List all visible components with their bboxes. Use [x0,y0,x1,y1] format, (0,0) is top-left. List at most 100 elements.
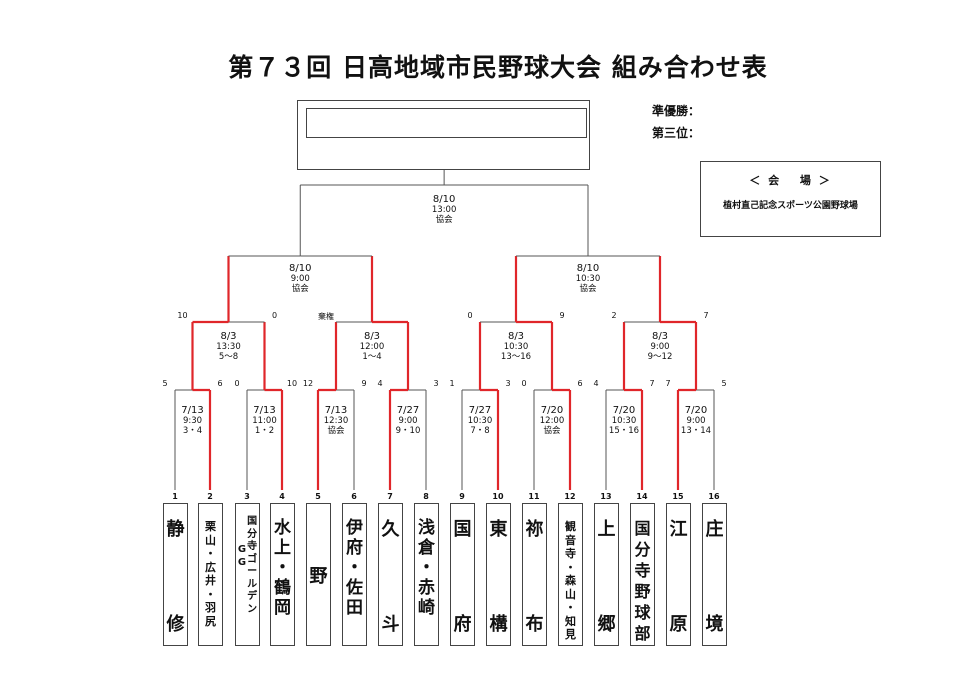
team-box: 上郷 [594,503,619,646]
match-field: 協会 [327,426,345,436]
match-field: 13・14 [680,426,712,436]
team-name-char: ・ [565,560,576,574]
team-name-char: ・ [205,547,216,560]
match-date: 8/3 [507,331,525,342]
team-name-char: 野 [309,565,328,587]
team-number: 10 [492,492,504,501]
team-number: 6 [351,492,357,501]
team-name-char: 斗 [381,614,400,635]
match-time: 12:30 [323,416,349,426]
team-number: 14 [636,492,648,501]
team-name-char: ・ [418,558,435,578]
match-field: 協会 [435,215,453,225]
team-name-char: 広 [205,560,216,574]
match-date: 8/10 [289,263,312,274]
match-time: 13:00 [431,205,457,215]
match-date: 7/20 [684,405,708,416]
team-name-char: 山 [565,587,576,601]
team-box: 祢布 [522,503,547,646]
champion-name-field [306,108,587,138]
team-name-char: ・ [346,558,363,578]
team-name-char: 祢 [525,519,544,540]
runner-up-label: 準優勝： [652,104,701,118]
match-time: 9:00 [398,416,418,426]
team-name-char: 境 [705,614,724,635]
team-box: 江原 [666,503,691,646]
score-left: 0 [234,379,240,388]
team-name-char: 東 [489,519,508,540]
team-name-char: 久 [381,519,400,540]
team-name-char: 水 [274,518,291,538]
match-time: 9:30 [182,416,203,426]
team-box: 観音寺・森山・知見 [558,503,583,646]
match-date: 8/3 [220,331,237,342]
score-left: 7 [665,379,671,388]
team-name-char: 寺 [634,561,651,580]
team-box: 栗山・広井・羽尻 [198,503,223,646]
team-number: 5 [315,492,321,501]
score-right: 7 [703,311,709,320]
team-box: 伊府・佐田 [342,503,367,646]
score-right: 9 [361,379,367,388]
team-number: 3 [244,492,250,501]
team-name-char: 田 [346,598,363,618]
team-number: 9 [459,492,465,501]
score-left: 棄権 [318,312,334,321]
match-time: 11:00 [252,416,277,426]
team-number: 11 [528,492,540,501]
team-number: 12 [564,492,576,501]
team-name-char: ・ [274,558,291,578]
score-right: 3 [505,379,511,388]
team-name-char: 庄 [705,519,724,540]
team-name-char: ・ [565,601,576,614]
match-field: 協会 [579,284,597,294]
team-name-char: 分 [634,540,651,559]
team-name-char: 羽 [205,601,216,614]
team-name-char: 栗 [205,520,216,533]
team-name-char: 山 [205,533,216,547]
match-time: 12:00 [539,416,565,426]
venue-box: ＜ 会 場 ＞ 植村直己記念スポーツ公園野球場 [700,161,881,237]
match-time: 9:00 [686,416,706,426]
match-time: 10:30 [611,416,637,426]
match-field: 9・10 [395,426,421,436]
team-name-char: 江 [669,519,688,540]
match-time: 10:30 [467,416,493,426]
score-left: 0 [467,311,473,320]
team-name-char: 音 [565,533,576,547]
team-name-char: 見 [565,628,576,641]
team-name-char: 布 [525,614,544,635]
team-name-char: 倉 [418,538,435,558]
match-time: 10:30 [575,274,601,284]
score-right: 7 [649,379,655,388]
team-name-char: 尻 [205,614,216,628]
match-date: 7/27 [468,405,492,416]
score-left: 5 [162,379,168,388]
page-title: 第７３回 日高地域市民野球大会 組み合わせ表 [228,53,768,82]
team-box: 東構 [486,503,511,646]
score-left: 1 [449,379,455,388]
score-right: 0 [271,311,278,320]
team-number: 13 [600,492,612,501]
team-number: 1 [172,492,178,501]
team-name-char: ・ [205,587,216,601]
match-date: 8/3 [651,331,669,342]
score-right: 5 [721,379,727,388]
match-field: 3・4 [182,426,203,436]
team-box: 国分寺野球部 [630,503,655,646]
team-name: 国分寺ゴールデン [247,516,258,615]
match-field: 5～8 [218,352,239,362]
match-date: 7/27 [396,405,420,416]
team-name-char: 佐 [346,578,363,598]
